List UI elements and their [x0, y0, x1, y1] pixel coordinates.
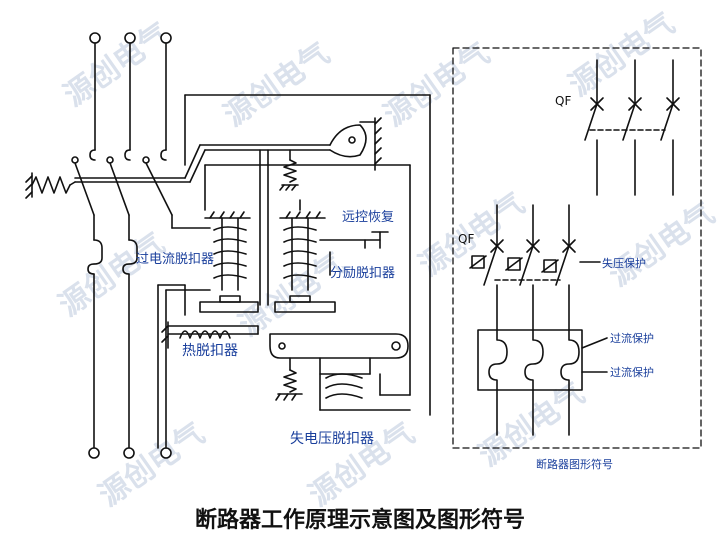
label-qf-top: QF [555, 94, 572, 108]
control-wiring [157, 94, 431, 449]
label-thermal-release: 热脱扣器 [182, 343, 238, 359]
shunt-release [274, 199, 389, 313]
label-overcurrent-release: 过电流脱扣器 [136, 252, 215, 267]
label-undervoltage-protection: 失压保护 [602, 257, 646, 270]
qf-symbol-bottom [469, 204, 608, 436]
symbol-panel-border [452, 47, 702, 449]
trip-bar [259, 149, 299, 306]
label-remote-reset: 远控恢复 [342, 210, 395, 225]
label-overcurrent-protection-1: 过流保护 [610, 332, 654, 345]
symbol-panel-caption: 断路器图形符号 [536, 458, 613, 471]
thermal-release [161, 321, 259, 349]
main-contacts [25, 32, 382, 459]
label-qf-bottom: QF [458, 232, 475, 246]
label-shunt-release: 分励脱扣器 [330, 266, 396, 281]
overcurrent-release [199, 211, 259, 313]
page-title: 断路器工作原理示意图及图形符号 [194, 507, 525, 533]
label-undervoltage-release: 失电压脱扣器 [290, 431, 374, 447]
undervoltage-release [269, 333, 411, 411]
qf-symbol-top [584, 59, 680, 196]
label-overcurrent-protection-2: 过流保护 [610, 366, 654, 379]
